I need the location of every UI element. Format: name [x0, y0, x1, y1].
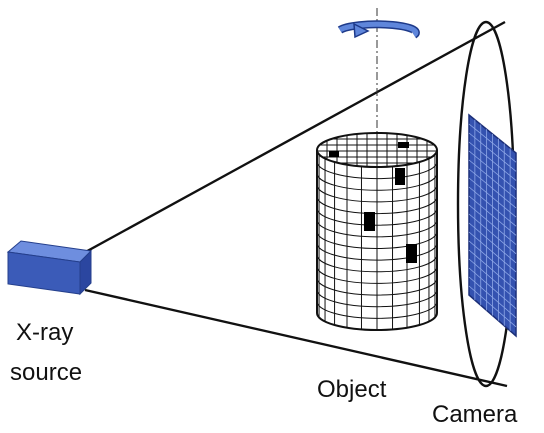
camera-detector [468, 113, 517, 338]
voxel-block [395, 168, 405, 185]
voxel-block [398, 142, 409, 148]
voxel-block [329, 151, 339, 157]
voxel-block [406, 244, 417, 263]
xray-source-box [6, 240, 93, 296]
rotation-arrow-icon [337, 20, 420, 39]
camera-label: Camera [432, 401, 518, 428]
xray-source-label-line2: source [10, 359, 83, 386]
object-cylinder [316, 132, 438, 331]
object-label: Object [317, 376, 387, 403]
xray-source-label-line1: X-ray [16, 319, 74, 346]
xray-beam-cone [79, 20, 508, 388]
voxel-block [364, 212, 375, 231]
